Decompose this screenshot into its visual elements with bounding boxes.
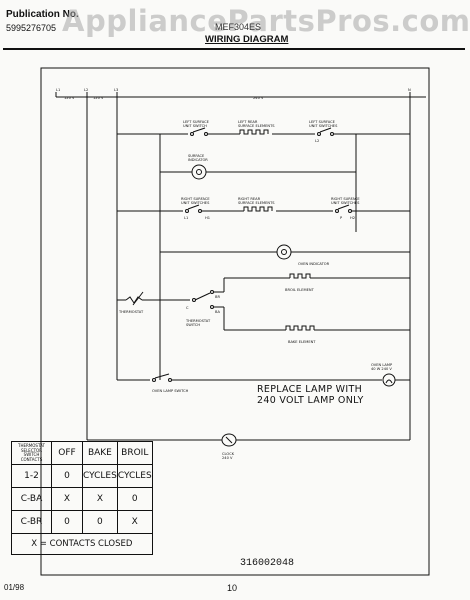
terminal-c: C — [186, 306, 189, 310]
voltage-l1-l2: 120 V — [64, 96, 75, 100]
table-cell: C-BR — [11, 510, 52, 534]
table-cell: CYCLES — [82, 464, 118, 488]
terminal-l2: L2 — [315, 139, 319, 143]
table-header-row: THERMOSTAT SELECTOR SWITCH CONTACTS OFF … — [11, 441, 153, 465]
terminal-h1: H1 — [205, 216, 210, 220]
terminal-h2: H2 — [350, 216, 355, 220]
label-l3: L3 — [114, 88, 118, 92]
diagram-border — [40, 67, 430, 576]
table-header-off: OFF — [51, 441, 83, 465]
model-code: MEF304ES — [215, 22, 262, 32]
terminal-p: P — [340, 216, 343, 220]
table-legend: X = CONTACTS CLOSED — [11, 533, 153, 555]
table-cell: X — [51, 487, 83, 511]
label-oven-lamp-switch: OVEN LAMP SWITCH — [152, 389, 189, 393]
voltage-l2-l3: 120 V — [93, 96, 104, 100]
table-cell: 0 — [116, 487, 153, 511]
table-header-bake: BAKE — [82, 441, 118, 465]
label-n: N — [408, 88, 411, 92]
table-cell: X — [82, 487, 118, 511]
table-header-contacts: THERMOSTAT SELECTOR SWITCH CONTACTS — [11, 441, 52, 465]
oven-indicator-lamp — [276, 244, 292, 260]
replace-note-line2: 240 VOLT LAMP ONLY — [257, 395, 364, 406]
table-row: C-BA X X 0 — [11, 487, 153, 511]
label-oven-indicator: OVEN INDICATOR — [298, 262, 330, 266]
terminal-br: BR — [215, 295, 220, 299]
label-broil-element: BROIL ELEMENT — [285, 288, 315, 292]
drawing-number: 316002048 — [240, 558, 295, 569]
label-bake-element: BAKE ELEMENT — [288, 340, 316, 344]
diagram-title: WIRING DIAGRAM — [205, 34, 289, 45]
table-cell: 1-2 — [11, 464, 52, 488]
label-l1: L1 — [56, 88, 60, 92]
table-cell: 0 — [51, 464, 83, 488]
footer-date: 01/98 — [4, 583, 25, 592]
table-cell: C-BA — [11, 487, 52, 511]
voltage-l1-n: 240 V — [253, 96, 264, 100]
label-l2: L2 — [84, 88, 88, 92]
table-legend-row: X = CONTACTS CLOSED — [11, 533, 153, 555]
table-header-broil: BROIL — [116, 441, 153, 465]
watermark: AppliancePartsPros.com — [62, 4, 470, 38]
table-cell: CYCLES — [116, 464, 153, 488]
terminal-l1: L1 — [184, 216, 188, 220]
replace-note-line1: REPLACE LAMP WITH — [257, 384, 363, 395]
table-cell: 0 — [51, 510, 83, 534]
publication-label: Publication No. — [6, 9, 79, 20]
table-row: C-BR 0 0 X — [11, 510, 153, 534]
replace-lamp-note: REPLACE LAMP WITH 240 VOLT LAMP ONLY — [257, 384, 364, 406]
thermostat-switch-table: THERMOSTAT SELECTOR SWITCH CONTACTS OFF … — [11, 441, 153, 555]
table-row: 1-2 0 CYCLES CYCLES — [11, 464, 153, 488]
table-cell: 0 — [82, 510, 118, 534]
table-cell: X — [116, 510, 153, 534]
terminal-ba: BA — [215, 310, 220, 314]
publication-number: 5995276705 — [6, 23, 57, 33]
page-number: 10 — [227, 583, 238, 593]
header-rule — [3, 48, 465, 50]
label-thermostat: THERMOSTAT — [118, 310, 144, 314]
surface-indicator-lamp — [191, 164, 207, 180]
